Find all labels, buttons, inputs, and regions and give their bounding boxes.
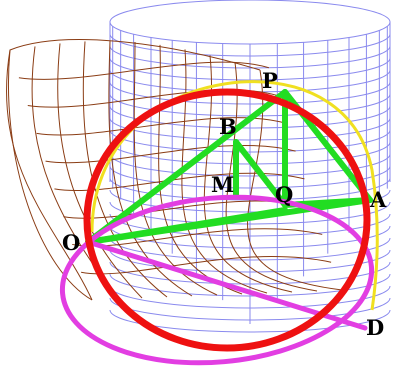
label-Q: Q bbox=[275, 182, 293, 207]
surface-ruling bbox=[133, 41, 218, 296]
segment-O-P bbox=[85, 89, 288, 245]
cylinder-ring bbox=[109, 309, 391, 333]
surface-contour bbox=[45, 145, 296, 164]
label-B: B bbox=[219, 114, 237, 139]
surface-ruling bbox=[203, 55, 293, 293]
label-O: O bbox=[62, 230, 80, 255]
label-P: P bbox=[262, 68, 278, 93]
green-segments bbox=[85, 89, 373, 245]
surface-ruling bbox=[225, 62, 318, 292]
surface-ruling bbox=[108, 40, 193, 297]
yellow-circle-arc bbox=[90, 80, 379, 311]
segment-B-Q bbox=[233, 139, 288, 208]
surface-ruling bbox=[57, 43, 143, 299]
label-M: M bbox=[211, 172, 234, 197]
segment-O-Q bbox=[85, 207, 288, 245]
label-D: D bbox=[366, 315, 384, 340]
surface-contour bbox=[36, 117, 287, 136]
surface-ruling bbox=[5, 49, 93, 301]
surface-contour bbox=[18, 61, 270, 80]
red-great-circle bbox=[83, 88, 371, 352]
label-A: A bbox=[369, 187, 387, 212]
magenta-ellipse bbox=[59, 194, 375, 366]
cylinder-top-ring bbox=[109, 0, 391, 45]
surface-ruling bbox=[158, 44, 243, 295]
